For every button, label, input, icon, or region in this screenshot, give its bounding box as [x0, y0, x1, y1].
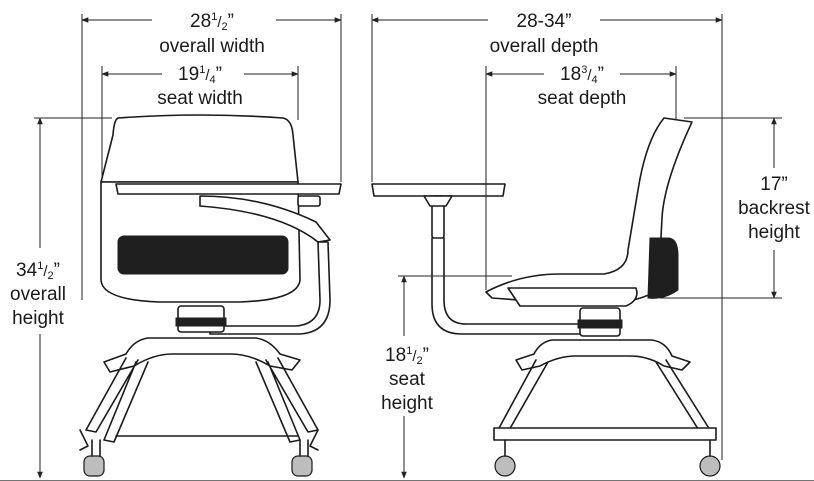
backrest-height-label-2: height	[748, 222, 800, 243]
backrest-height-value: 17”	[760, 174, 787, 195]
overall-depth-dimension: 28-34” overall depth	[371, 11, 723, 460]
side-base-spider	[515, 339, 691, 371]
overall-height-label-2: height	[12, 308, 64, 329]
side-seat-underside	[507, 287, 638, 307]
overall-height-value: 341/2”	[16, 260, 60, 282]
side-foot-ring	[493, 427, 717, 441]
front-leg-left	[85, 357, 149, 443]
side-leg-front	[497, 359, 549, 433]
side-view-chair	[371, 117, 721, 477]
side-backrest-pad	[647, 237, 679, 299]
front-caster-right	[291, 455, 313, 477]
front-backrest	[100, 114, 299, 183]
side-caster-back	[699, 455, 721, 477]
seat-height-label-1: seat	[389, 369, 426, 390]
side-swivel-ring	[577, 319, 623, 329]
seat-width-value: 191/4”	[178, 64, 222, 86]
front-tablet	[115, 183, 342, 195]
seat-height-label-2: height	[381, 393, 433, 414]
front-swivel-ring	[175, 317, 227, 327]
side-shell	[485, 117, 693, 305]
front-brake-right	[309, 429, 319, 451]
front-caster-stem-right	[299, 439, 309, 457]
front-caster-stem-left	[91, 439, 101, 457]
seat-height-value: 181/2”	[385, 345, 429, 367]
front-leg-right	[255, 357, 319, 443]
overall-width-dimension: 281/2” overall width	[81, 11, 342, 300]
overall-width-label: overall width	[159, 36, 265, 57]
seat-depth-label: seat depth	[538, 88, 627, 109]
seat-width-dimension: 191/4” seat width	[101, 64, 299, 178]
side-caster-stems	[504, 439, 711, 457]
overall-height-label-1: overall	[10, 284, 66, 305]
side-caster-front	[494, 455, 516, 477]
front-tablet-post	[209, 241, 331, 335]
seat-depth-dimension: 183/4” seat depth	[485, 64, 677, 290]
seat-depth-value: 183/4”	[560, 64, 604, 86]
overall-depth-value: 28-34”	[517, 11, 572, 32]
front-tablet-clip	[297, 195, 321, 207]
side-tablet-post-joint	[423, 195, 453, 207]
front-base-spider	[103, 337, 301, 373]
front-brake-left	[79, 429, 89, 451]
seat-height-dimension: 181/2” seat height	[381, 275, 512, 479]
overall-depth-label: overall depth	[490, 36, 599, 57]
seat-width-label: seat width	[157, 88, 243, 109]
overall-height-dimension: 341/2” overall height	[10, 117, 112, 479]
front-caster-left	[83, 455, 105, 477]
side-leg-back	[655, 359, 711, 433]
front-view-chair	[79, 114, 342, 477]
backrest-height-dimension: 17” backrest height	[660, 117, 811, 299]
side-tablet	[371, 183, 506, 197]
front-seat-cushion	[117, 235, 289, 275]
backrest-height-label-1: backrest	[738, 198, 811, 219]
overall-width-value: 281/2”	[190, 11, 234, 33]
side-tablet-arm	[431, 237, 581, 335]
